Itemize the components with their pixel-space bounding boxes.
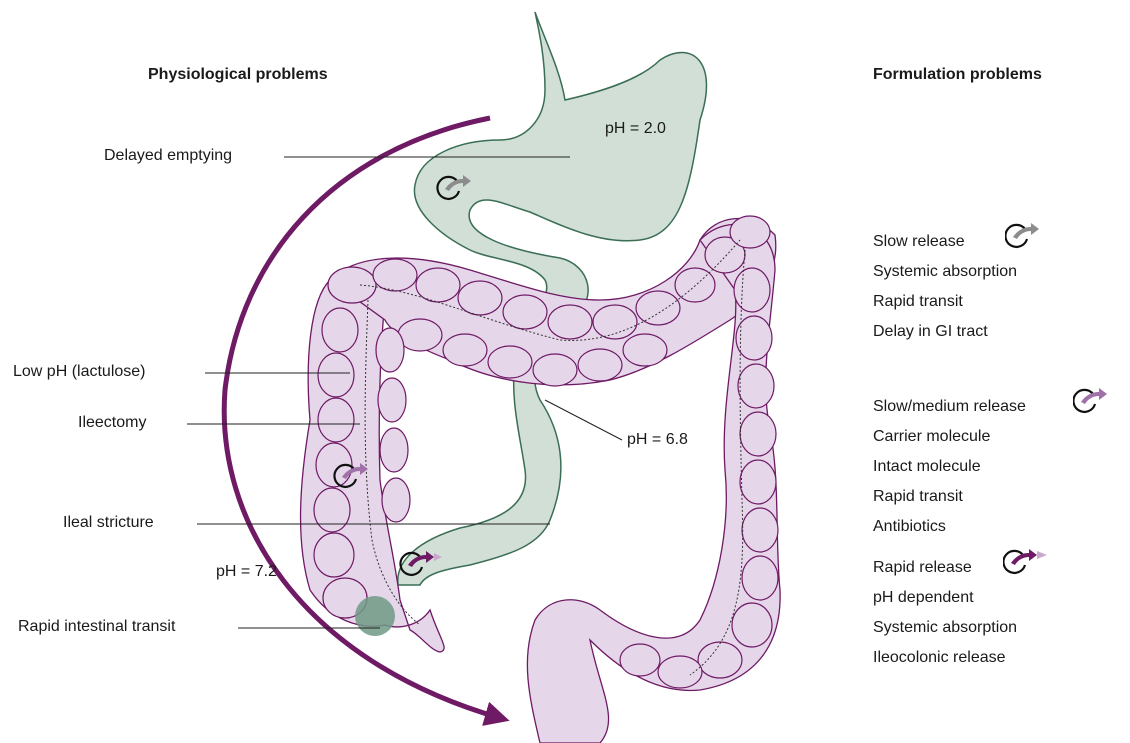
formulation-item: Rapid release (873, 553, 1017, 583)
formulation-item: Systemic absorption (873, 257, 1017, 287)
formulation-item: Ileocolonic release (873, 643, 1017, 673)
formulation-item: Slow release (873, 227, 1017, 257)
label-ileal-stricture: Ileal stricture (63, 514, 154, 532)
formulation-problems-header: Formulation problems (873, 66, 1042, 84)
formulation-group-medium: Slow/medium release Carrier molecule Int… (873, 392, 1026, 542)
formulation-item: Carrier molecule (873, 422, 1026, 452)
ph-stomach: pH = 2.0 (605, 120, 666, 138)
lesion-marker (355, 596, 395, 636)
ph-colon: pH = 7.2 (216, 563, 277, 581)
formulation-group-rapid: Rapid release pH dependent Systemic abso… (873, 553, 1017, 673)
formulation-item: Antibiotics (873, 512, 1026, 542)
physiological-problems-header: Physiological problems (148, 66, 328, 84)
formulation-item: Intact molecule (873, 452, 1026, 482)
formulation-item: Rapid transit (873, 287, 1017, 317)
label-rapid-transit: Rapid intestinal transit (18, 618, 175, 636)
label-low-ph: Low pH (lactulose) (13, 363, 146, 381)
rapid-release-icon (1003, 547, 1053, 575)
label-ileectomy: Ileectomy (78, 414, 146, 432)
formulation-item: Rapid transit (873, 482, 1026, 512)
formulation-item: Slow/medium release (873, 392, 1026, 422)
formulation-item: pH dependent (873, 583, 1017, 613)
label-delayed-emptying: Delayed emptying (104, 147, 232, 165)
formulation-group-slow: Slow release Systemic absorption Rapid t… (873, 227, 1017, 347)
slow-release-icon (1005, 221, 1049, 249)
ph-small-intestine: pH = 6.8 (627, 431, 688, 449)
formulation-item: Delay in GI tract (873, 317, 1017, 347)
formulation-item: Systemic absorption (873, 613, 1017, 643)
medium-release-icon (1073, 386, 1117, 414)
